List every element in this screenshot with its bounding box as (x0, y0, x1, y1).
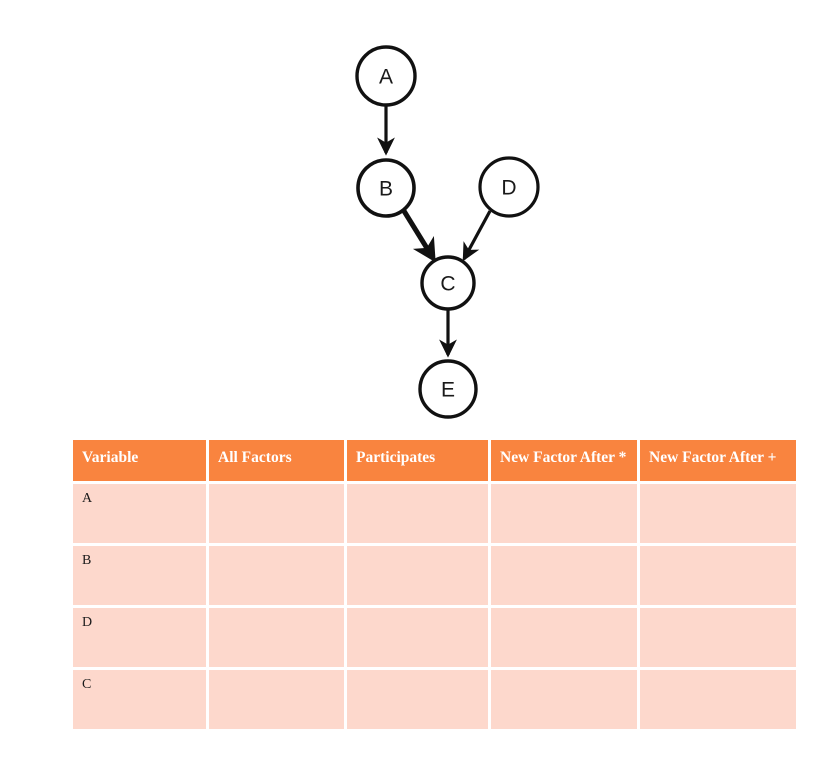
column-header-variable: Variable (73, 440, 206, 481)
column-header-new-factor-after-plus: New Factor After + (640, 440, 796, 481)
cell-new-factor-after-star[interactable] (491, 670, 637, 729)
node-d-circle (478, 156, 540, 218)
cell-all-factors[interactable] (209, 546, 344, 605)
node-c-circle (420, 255, 476, 311)
column-header-participates: Participates (347, 440, 488, 481)
cell-all-factors[interactable] (209, 670, 344, 729)
bayesian-network-diagram: A B D C E (355, 45, 540, 419)
column-header-all-factors: All Factors (209, 440, 344, 481)
cell-participates[interactable] (347, 546, 488, 605)
cell-variable[interactable]: B (73, 546, 206, 605)
table-row: A (73, 484, 796, 543)
cell-all-factors[interactable] (209, 484, 344, 543)
variable-elimination-table: Variable All Factors Participates New Fa… (70, 437, 799, 732)
node-e-circle (418, 359, 478, 419)
dag-nodes: A B D C E (355, 45, 540, 419)
table-body: A B D C (73, 484, 796, 729)
node-a: A (355, 45, 417, 107)
column-header-new-factor-after-star: New Factor After * (491, 440, 637, 481)
cell-variable[interactable]: C (73, 670, 206, 729)
cell-participates[interactable] (347, 608, 488, 667)
cell-new-factor-after-plus[interactable] (640, 546, 796, 605)
edge-b-to-c (401, 209, 436, 263)
cell-new-factor-after-plus[interactable] (640, 608, 796, 667)
dag-canvas: A B D C E (355, 45, 540, 419)
edge-d-to-c (462, 210, 492, 262)
table-header: Variable All Factors Participates New Fa… (73, 440, 796, 481)
node-a-label: A (379, 66, 393, 89)
node-c: C (420, 255, 476, 311)
cell-new-factor-after-plus[interactable] (640, 670, 796, 729)
cell-new-factor-after-star[interactable] (491, 608, 637, 667)
dag-edges (377, 105, 492, 358)
node-d: D (478, 156, 540, 218)
cell-all-factors[interactable] (209, 608, 344, 667)
cell-participates[interactable] (347, 670, 488, 729)
cell-variable[interactable]: A (73, 484, 206, 543)
cell-new-factor-after-star[interactable] (491, 484, 637, 543)
node-b: B (356, 158, 416, 218)
table-header-row: Variable All Factors Participates New Fa… (73, 440, 796, 481)
node-b-circle (356, 158, 416, 218)
node-d-label: D (501, 177, 516, 200)
table-row: B (73, 546, 796, 605)
node-b-label: B (379, 178, 393, 201)
cell-new-factor-after-star[interactable] (491, 546, 637, 605)
table-row: C (73, 670, 796, 729)
node-e-label: E (441, 379, 455, 402)
cell-participates[interactable] (347, 484, 488, 543)
cell-variable[interactable]: D (73, 608, 206, 667)
node-e: E (418, 359, 478, 419)
table-row: D (73, 608, 796, 667)
node-c-label: C (440, 273, 455, 296)
cell-new-factor-after-plus[interactable] (640, 484, 796, 543)
node-a-circle (355, 45, 417, 107)
